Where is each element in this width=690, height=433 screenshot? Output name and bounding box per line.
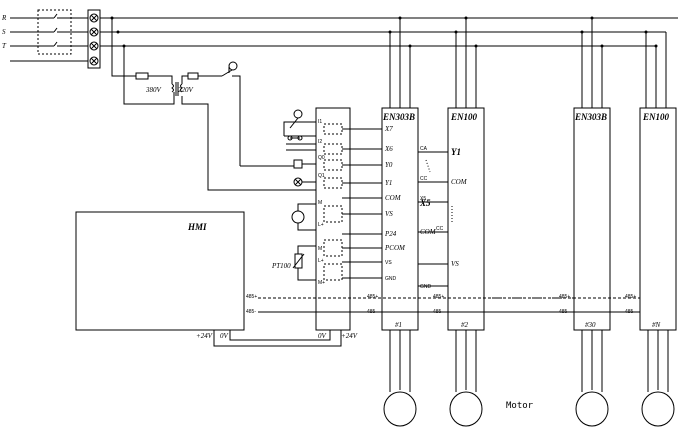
drive2-485m-label: 485- xyxy=(433,309,443,315)
drive1-485m-label: 485- xyxy=(367,309,377,315)
field-devices xyxy=(240,110,316,280)
plc-dashed-internals xyxy=(324,124,342,280)
hmi-24v-label: +24V xyxy=(196,332,213,340)
drive3-model: EN303B xyxy=(574,112,607,122)
hmi-title: HMI xyxy=(187,222,207,232)
drive4-number: #N xyxy=(652,321,661,329)
phase-r-label: R xyxy=(1,14,7,22)
motor-3 xyxy=(575,391,609,427)
drive3-box xyxy=(574,108,610,330)
plc-pin-label: I2 xyxy=(318,139,322,145)
rs485-bus xyxy=(258,298,640,312)
plc-pin-label: M+ xyxy=(318,280,325,286)
pt100-label: PT100 xyxy=(271,262,291,270)
motor-4 xyxy=(641,391,675,427)
plc-pin-label: I1 xyxy=(318,119,322,125)
drive1-model: EN303B xyxy=(382,112,415,122)
drive1-term: PCOM xyxy=(384,244,406,252)
drive1-485p-label: 485+ xyxy=(367,294,378,300)
drive1-term: X6 xyxy=(384,145,393,153)
phase-s-label: S xyxy=(2,28,6,36)
drive1-term: VS xyxy=(385,210,393,218)
plc-drive1-wiring xyxy=(342,129,382,278)
drive2-small-label: CC xyxy=(436,226,444,232)
motor-2 xyxy=(449,391,483,427)
drive3-485m-label: 485- xyxy=(559,309,569,315)
plc-pin-label: Q0 xyxy=(318,155,325,161)
hmi-0v-label: 0V xyxy=(220,332,229,340)
plc-pin-label: Q1 xyxy=(318,173,325,179)
hmi-485m-label: 485- xyxy=(246,309,256,315)
drive2-term: COM xyxy=(420,228,437,236)
motor-label: Motor xyxy=(506,401,534,411)
drive1-term: Y1 xyxy=(385,179,392,187)
drive2-box xyxy=(448,108,484,330)
plc-pin-label: M xyxy=(318,200,322,206)
drive1-term: Y0 xyxy=(385,161,393,169)
drive1-number: #1 xyxy=(395,321,402,329)
motor-wiring xyxy=(390,330,668,392)
transformer xyxy=(112,18,294,190)
drive1-term: VS xyxy=(385,260,392,266)
phase-t-label: T xyxy=(2,42,7,50)
drive1-term: P24 xyxy=(384,230,397,238)
drive1-box xyxy=(382,108,418,330)
drive3-485p-label: 485+ xyxy=(559,294,570,300)
drive1-term: COM xyxy=(385,194,402,202)
hmi-box xyxy=(76,212,244,330)
plc-pin-label: L+ xyxy=(318,222,324,228)
plc-pin-label: M xyxy=(318,246,322,252)
drive2-term: Y1 xyxy=(451,147,461,157)
drive3-number: #30 xyxy=(585,321,596,329)
drive1-term: X7 xyxy=(384,125,393,133)
drive2-485p-label: 485+ xyxy=(433,294,444,300)
power-supply xyxy=(10,10,100,68)
hmi-485p-label: 485+ xyxy=(246,294,257,300)
drive1-term: GND xyxy=(385,276,397,282)
plc-module xyxy=(316,108,350,330)
plc-pin-label: L+ xyxy=(318,258,324,264)
drive2-model: EN100 xyxy=(450,112,478,122)
drive1-drive2-wiring xyxy=(418,152,452,286)
drive4-485p-label: 485+ xyxy=(625,294,636,300)
transformer-secondary-label: 220V xyxy=(178,86,194,94)
drive4-model: EN100 xyxy=(642,112,670,122)
drive2-term: X5 xyxy=(419,198,431,208)
drive4-box xyxy=(640,108,676,330)
drive2-term: COM xyxy=(451,178,468,186)
drive2-term: VS xyxy=(451,260,459,268)
drive2-small-label: CC xyxy=(420,176,428,182)
plc-24v-label: +24V xyxy=(341,332,358,340)
drive2-term: GND xyxy=(420,284,432,290)
motor-1 xyxy=(383,391,417,427)
drive2-small-label: CA xyxy=(420,146,428,152)
bus-lines xyxy=(100,18,678,108)
drive2-small-label: X5 xyxy=(420,196,426,202)
drive4-485m-label: 485- xyxy=(625,309,635,315)
plc-0v-label: 0V xyxy=(318,332,327,340)
hmi-power-wires xyxy=(214,330,341,346)
transformer-primary-label: 380V xyxy=(145,86,162,94)
drive2-number: #2 xyxy=(461,321,469,329)
